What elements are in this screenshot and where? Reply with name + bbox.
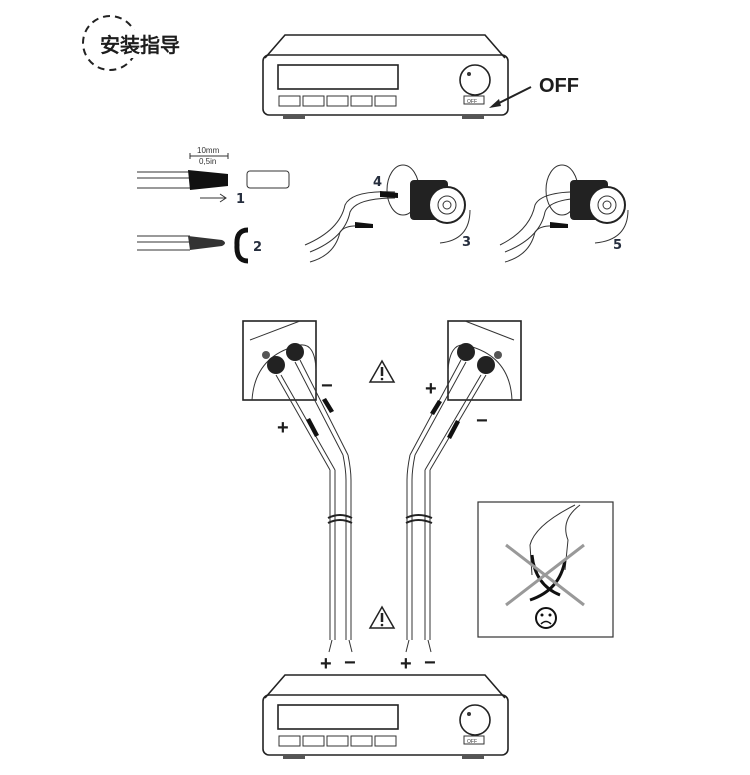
- svg-text:OFF: OFF: [467, 739, 477, 745]
- svg-text:5: 5: [613, 238, 622, 253]
- svg-text:−: −: [321, 375, 333, 397]
- off-label: OFF: [539, 75, 579, 97]
- wire-sleeve: [246, 170, 290, 189]
- svg-text:3: 3: [462, 235, 471, 250]
- svg-text:4: 4: [373, 175, 382, 190]
- svg-text:2: 2: [253, 240, 262, 255]
- svg-text:+: +: [425, 378, 437, 400]
- svg-text:0,5in: 0,5in: [199, 157, 216, 166]
- left-speaker-terminals: + −: [242, 320, 349, 471]
- amplifier-top: OFF OFF: [262, 34, 579, 119]
- wire-strip-steps: 10mm 0,5in 1 2: [137, 146, 290, 264]
- svg-text:−: −: [424, 652, 436, 674]
- sad-face-icon: [535, 607, 557, 629]
- right-speaker-terminals: + −: [409, 320, 522, 471]
- speaker-cables: + − + −: [320, 454, 436, 675]
- incorrect-wiring-example: [477, 501, 614, 638]
- svg-text:−: −: [476, 410, 488, 432]
- svg-text:−: −: [344, 652, 356, 674]
- svg-text:1: 1: [236, 192, 245, 207]
- title-badge: 安装指导: [82, 15, 198, 71]
- amplifier-bottom: OFF: [262, 674, 509, 759]
- binding-post-steps-3-4: 4 3: [304, 164, 471, 263]
- binding-post-step-5: 5: [499, 164, 629, 263]
- title-text: 安装指导: [100, 33, 180, 57]
- warning-triangle-icon: [368, 605, 396, 629]
- svg-text:+: +: [400, 653, 412, 675]
- svg-text:OFF: OFF: [467, 99, 477, 105]
- volume-knob: [459, 64, 491, 96]
- warning-triangle-icon: [368, 359, 396, 383]
- svg-text:10mm: 10mm: [197, 146, 220, 155]
- svg-text:+: +: [277, 417, 289, 439]
- svg-text:+: +: [320, 653, 332, 675]
- power-button: [463, 95, 485, 105]
